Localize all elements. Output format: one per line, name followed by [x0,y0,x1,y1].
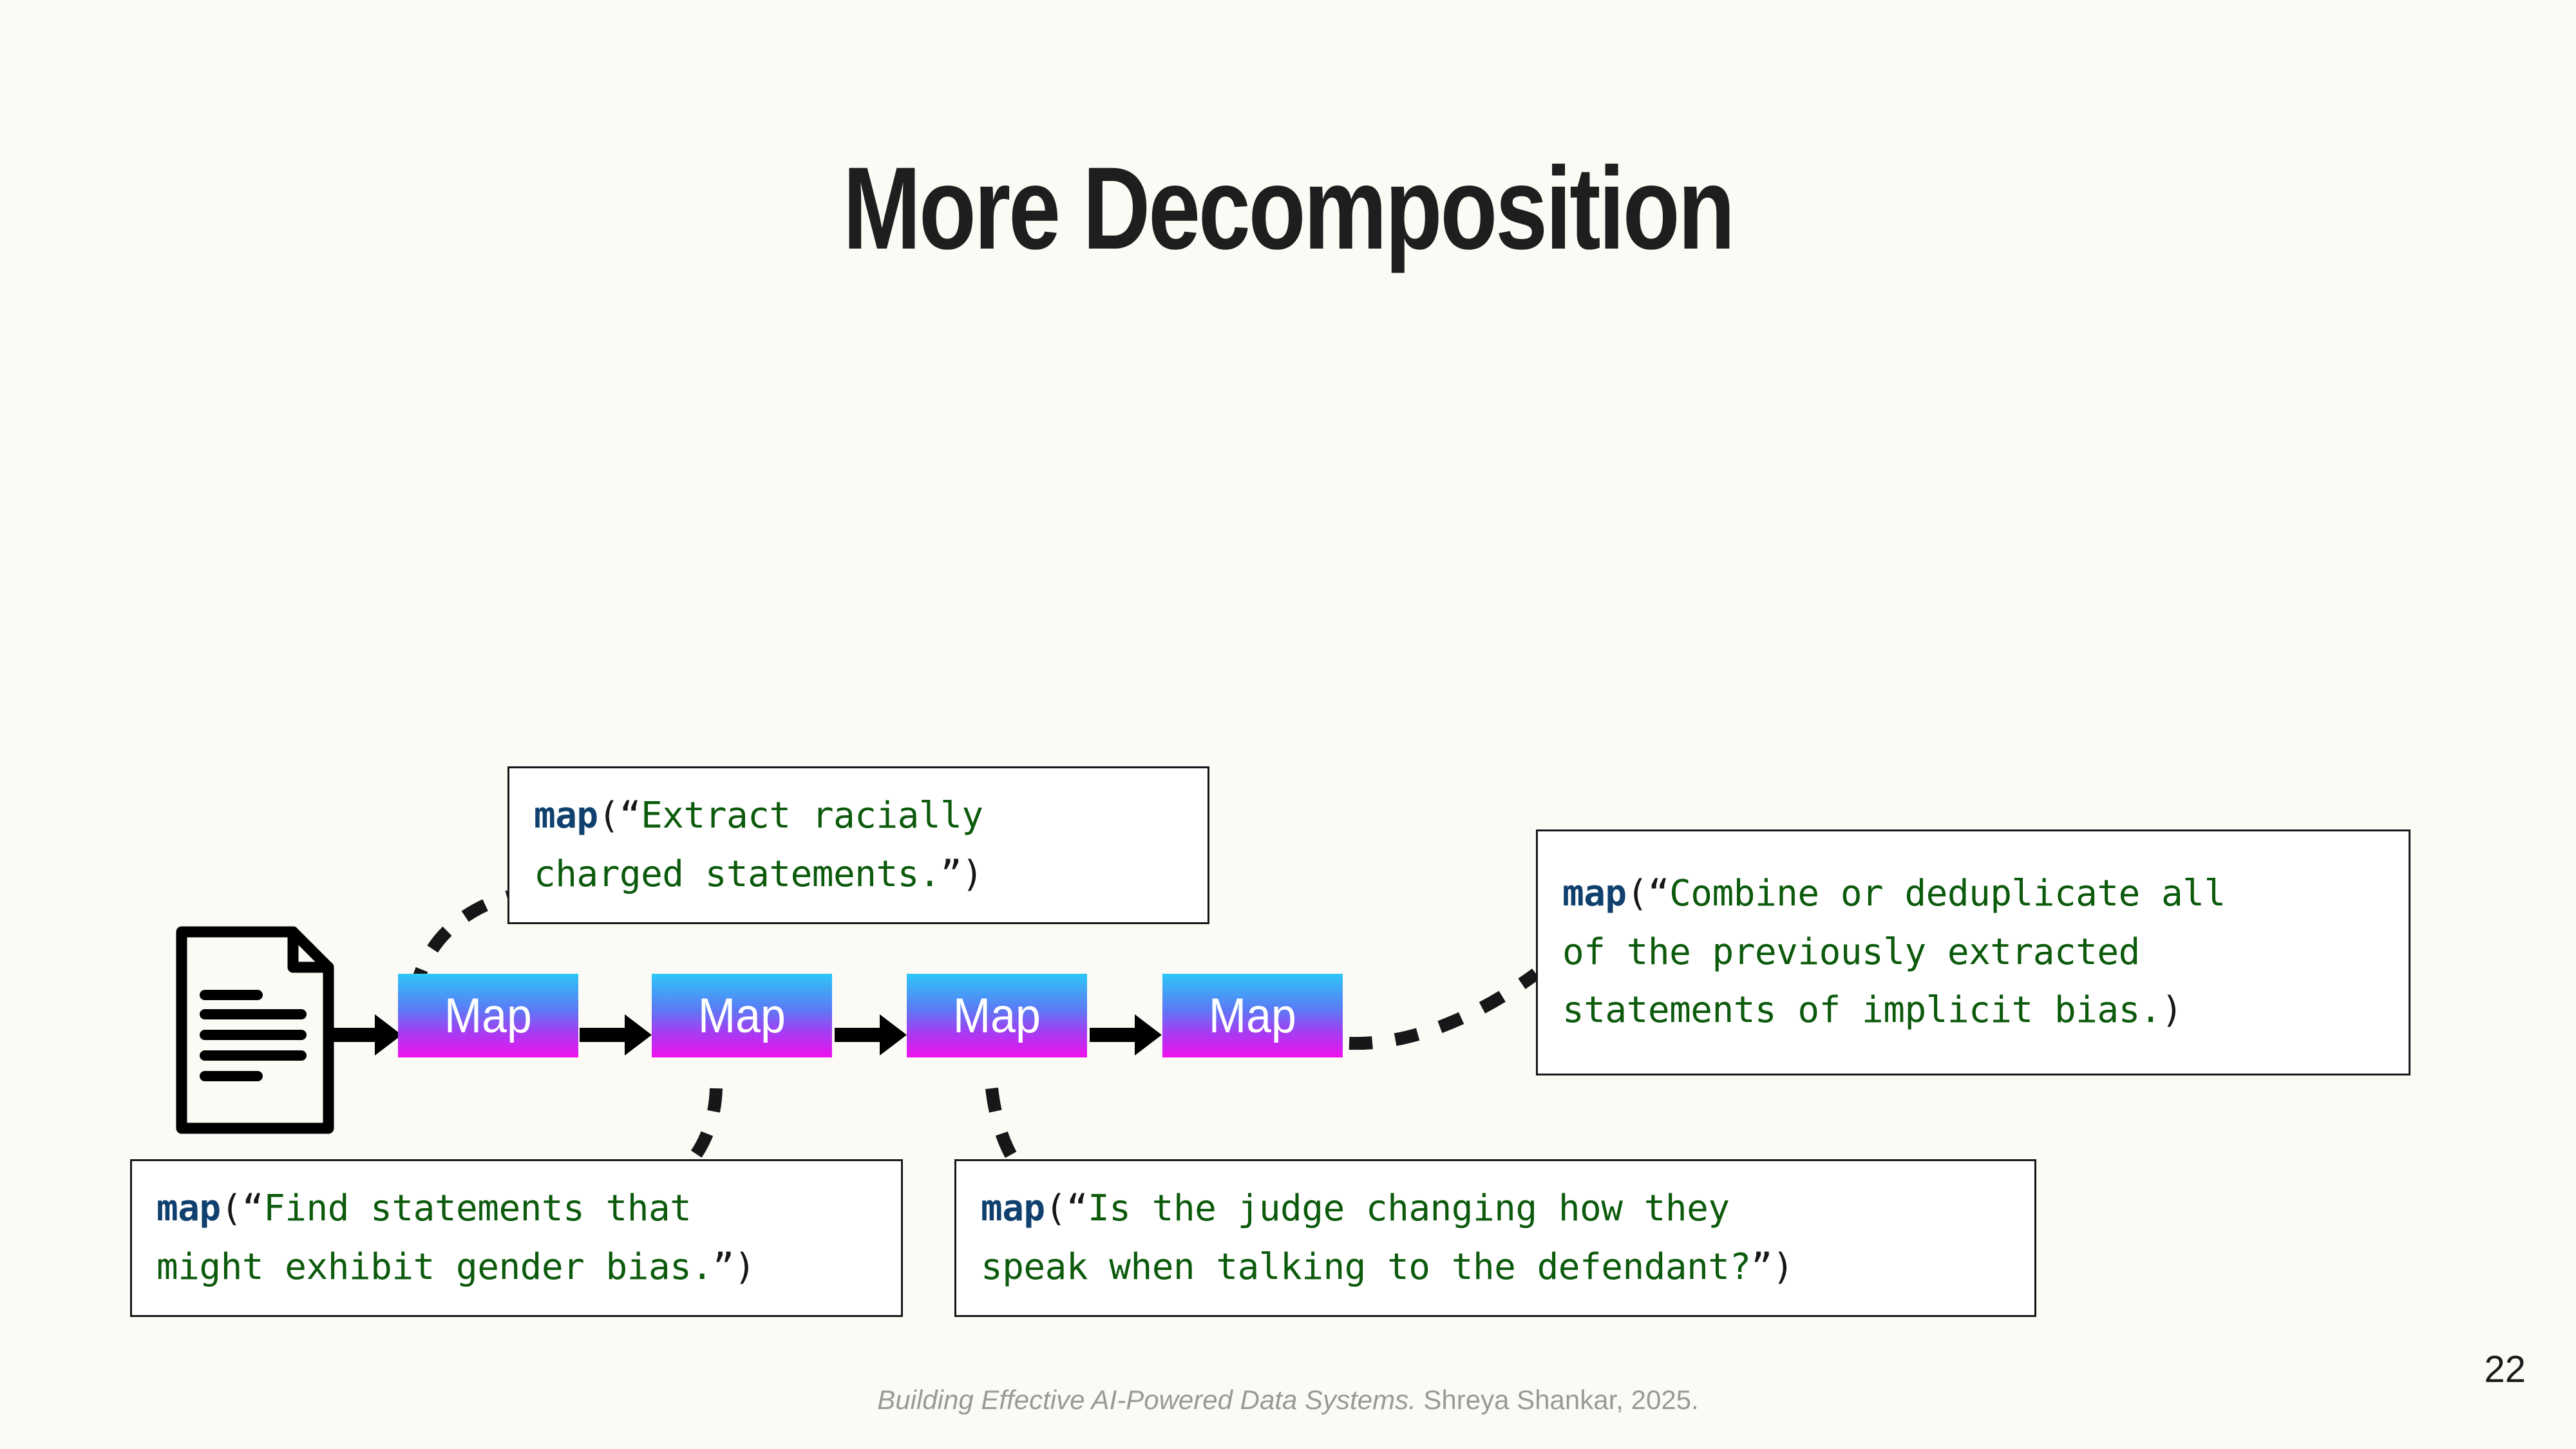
arrow-map2-to-map3 [835,1014,907,1056]
footer-author-year: Shreya Shankar, 2025. [1416,1385,1699,1415]
close-quote-paren: ”) [1750,1245,1794,1288]
arrow-map1-to-map2 [580,1014,652,1056]
callout-judge-speech-change[interactable]: map(“Is the judge changing how they spea… [954,1159,2036,1317]
string-line-2: speak when talking to the defendant? [981,1245,1751,1288]
leader-to-combine-callout [1349,968,1540,1050]
page-number: 22 [2484,1349,2526,1390]
pipeline-stage-map-4[interactable]: Map [1162,974,1343,1057]
arrow-doc-to-map1 [330,1014,402,1056]
string-line-2: might exhibit gender bias. [156,1245,713,1288]
pipeline-stage-label: Map [697,988,786,1043]
pipeline-stage-label: Map [952,988,1041,1043]
close-paren: ) [2161,989,2183,1032]
page-title: More Decomposition [842,142,1736,274]
open-paren-quote: (“ [1626,872,1670,914]
string-line-1: Combine or deduplicate all [1669,872,2226,914]
callout-code-text: map(“Combine or deduplicate all of the p… [1538,865,2250,1040]
callout-find-gender-bias[interactable]: map(“Find statements that might exhibit … [130,1159,903,1317]
pipeline-stage-label: Map [1208,988,1297,1043]
string-line-2: of the previously extracted [1562,931,2140,973]
close-quote-paren: ”) [940,853,983,895]
pipeline-stage-map-3[interactable]: Map [907,974,1087,1057]
pipeline-stage-map-1[interactable]: Map [398,974,578,1057]
open-paren-quote: (“ [1045,1187,1088,1229]
pipeline-stage-label: Map [444,988,533,1043]
pipeline-stage-map-2[interactable]: Map [652,974,832,1057]
callout-code-text: map(“Find statements that might exhibit … [132,1180,780,1296]
string-line-1: Extract racially [641,794,983,837]
string-line-1: Find statements that [263,1187,692,1229]
footer-source-title: Building Effective AI-Powered Data Syste… [877,1385,1416,1415]
document-icon [176,926,334,1134]
close-quote-paren: ”) [712,1245,756,1288]
arrow-map3-to-map4 [1090,1014,1162,1056]
fn-name: map [156,1187,221,1229]
callout-code-text: map(“Is the judge changing how they spea… [956,1180,1818,1296]
string-line-3: statements of implicit bias. [1562,989,2162,1032]
open-paren-quote: (“ [220,1187,264,1229]
open-paren-quote: (“ [598,794,641,837]
footer-attribution: Building Effective AI-Powered Data Syste… [0,1385,2576,1416]
callout-extract-racially-charged[interactable]: map(“Extract racially charged statements… [507,766,1209,924]
leader-to-gender-callout [677,1088,723,1176]
callout-code-text: map(“Extract racially charged statements… [509,787,1008,904]
leader-to-judge-callout [985,1087,1027,1175]
fn-name: map [981,1187,1045,1229]
string-line-2: charged statements. [534,853,941,895]
string-line-1: Is the judge changing how they [1088,1187,1730,1229]
callout-combine-deduplicate[interactable]: map(“Combine or deduplicate all of the p… [1536,829,2410,1075]
fn-name: map [1562,872,1627,914]
fn-name: map [534,794,598,837]
